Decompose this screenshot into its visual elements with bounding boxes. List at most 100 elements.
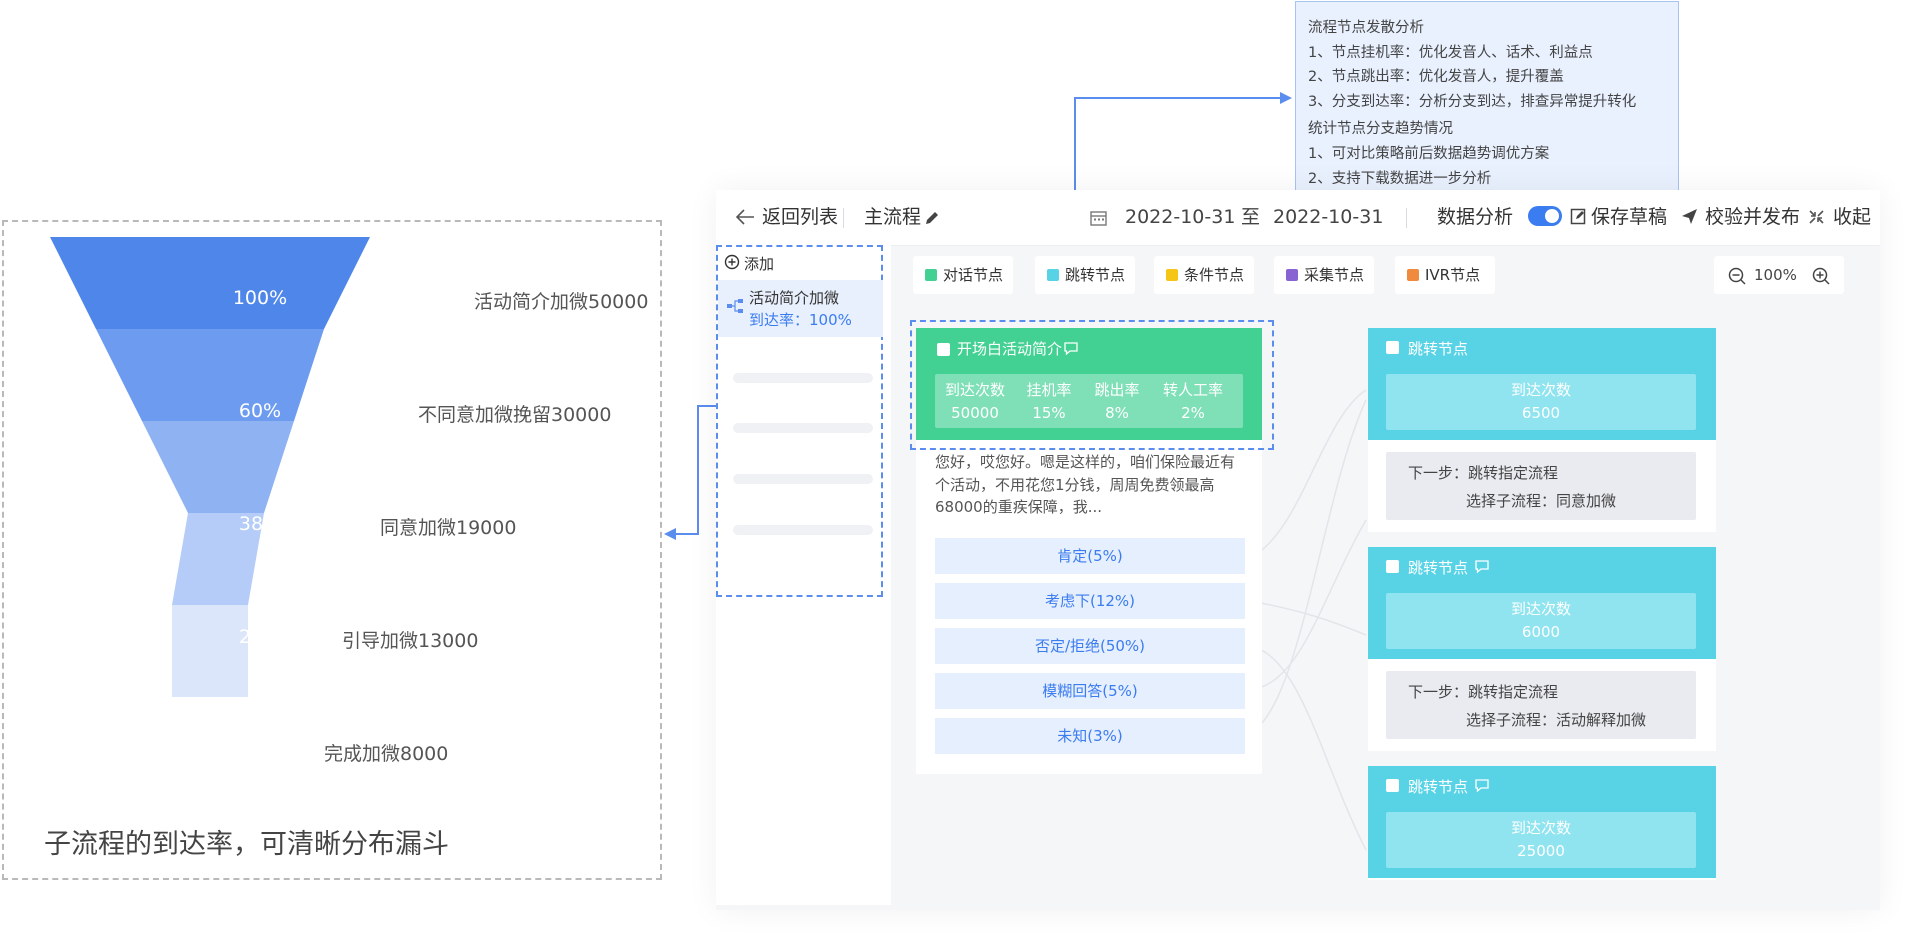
- send-plane-icon[interactable]: [1681, 208, 1698, 225]
- stat-value: 6000: [1521, 623, 1561, 641]
- jump-node-card[interactable]: 跳转节点 到达次数 25000: [1368, 766, 1716, 880]
- validate-publish-button[interactable]: 校验并发布: [1705, 206, 1801, 228]
- branch-curve: [1244, 389, 1367, 561]
- save-draft-icon[interactable]: [1570, 208, 1587, 225]
- palette-label: IVR节点: [1425, 266, 1481, 284]
- jump-node-stats: 到达次数 6500: [1386, 374, 1696, 430]
- dialog-node-icon: [925, 269, 937, 281]
- palette-ivr-node[interactable]: IVR节点: [1395, 256, 1495, 294]
- jump-node-title: 跳转节点: [1408, 340, 1469, 358]
- stat-value: 6500: [1521, 404, 1561, 422]
- condition-node-icon: [1166, 269, 1178, 281]
- ivr-node-icon: [1407, 269, 1419, 281]
- branch-curve: [1244, 519, 1367, 691]
- date-end[interactable]: 2022-10-31: [1273, 206, 1384, 228]
- top-toolbar: 返回列表 主流程 2022-10-31 至 2022-10-31 数据分析: [716, 190, 1880, 246]
- dialog-node-icon: [937, 343, 950, 356]
- funnel-stage-percent: 60%: [238, 400, 282, 422]
- stat-value: 8%: [1105, 404, 1129, 422]
- palette-condition-node[interactable]: 条件节点: [1154, 256, 1254, 294]
- palette-label: 采集节点: [1304, 266, 1365, 284]
- palette-label: 对话节点: [943, 266, 1004, 284]
- subflow-sidebar: [716, 245, 891, 905]
- data-analysis-toggle[interactable]: [1528, 206, 1562, 226]
- divider: [1406, 208, 1407, 228]
- answer-branch[interactable]: 考虑下(12%): [935, 583, 1245, 619]
- jump-node-next-step: 下一步：跳转指定流程 选择子流程：活动解释加微: [1386, 671, 1696, 739]
- answer-branch[interactable]: 否定/拒绝(50%): [935, 628, 1245, 664]
- funnel-stage-label: 引导加微13000: [342, 630, 479, 652]
- palette-label: 跳转节点: [1065, 266, 1126, 284]
- palette-collect-node[interactable]: 采集节点: [1274, 256, 1374, 294]
- zoom-in-icon[interactable]: [1812, 267, 1830, 285]
- subflow-name: 活动简介加微: [749, 289, 840, 307]
- funnel-panel: 100% 60% 38% 26% 10% 活动简介加微50000 不同意加微挽留…: [2, 220, 662, 880]
- stat-label: 到达次数: [1510, 600, 1571, 618]
- funnel-stage-percent: 26%: [238, 626, 282, 648]
- subflow-arrival-rate: 到达率：100%: [749, 311, 852, 329]
- back-arrow-icon[interactable]: [734, 207, 756, 227]
- skeleton-placeholder: [733, 525, 873, 535]
- stat-label: 到达次数: [1510, 819, 1571, 837]
- jump-node-card[interactable]: 跳转节点 到达次数 6000 下一步：跳转指定流程 选择子流程：活动解释加微: [1368, 547, 1716, 751]
- answer-branch[interactable]: 肯定(5%): [935, 538, 1245, 574]
- tooltip-item: 1、节点挂机率：优化发音人、话术、利益点: [1308, 44, 1593, 61]
- save-draft-button[interactable]: 保存草稿: [1591, 206, 1668, 228]
- stat-label: 转人工率: [1162, 381, 1223, 399]
- jump-node-card[interactable]: 跳转节点 到达次数 6500 下一步：跳转指定流程 选择子流程：同意加微: [1368, 328, 1716, 532]
- zoom-out-icon[interactable]: [1728, 267, 1746, 285]
- node-stats: 到达次数 50000 挂机率 15% 跳出率 8% 转人工率 2%: [935, 374, 1243, 428]
- funnel-stage-label: 活动简介加微50000: [474, 291, 649, 313]
- tooltip-item: 2、节点跳出率：优化发音人，提升覆盖: [1308, 69, 1564, 86]
- collapse-button[interactable]: 收起: [1833, 206, 1872, 228]
- comment-icon[interactable]: [1474, 559, 1490, 574]
- jump-node-next-step: 下一步：跳转指定流程 选择子流程：同意加微: [1386, 452, 1696, 520]
- calendar-icon[interactable]: [1090, 210, 1107, 226]
- comment-icon[interactable]: [1063, 341, 1079, 356]
- stat-value: 50000: [951, 404, 999, 422]
- subflow-item-active[interactable]: [718, 280, 883, 337]
- comment-icon[interactable]: [1474, 778, 1490, 793]
- add-circle-icon[interactable]: [724, 254, 740, 270]
- jump-node-title: 跳转节点: [1408, 559, 1469, 577]
- stat-label: 到达次数: [1510, 381, 1571, 399]
- jump-node-icon: [1386, 560, 1399, 573]
- funnel-stage: [142, 421, 294, 513]
- sidebar-highlight-box: [716, 245, 883, 597]
- palette-dialog-node[interactable]: 对话节点: [913, 256, 1013, 294]
- connector-line: [670, 405, 716, 535]
- funnel-stage: [96, 329, 324, 421]
- funnel-caption: 子流程的到达率，可清晰分布漏斗: [44, 829, 449, 860]
- funnel-stage-percent: 10%: [238, 739, 282, 761]
- date-range-separator: 至: [1241, 206, 1261, 228]
- skeleton-placeholder: [733, 423, 873, 433]
- stat-label: 到达次数: [944, 381, 1005, 399]
- funnel-stage-label: 不同意加微挽留30000: [418, 404, 612, 426]
- node-highlight-box: [910, 320, 1274, 450]
- collapse-icon[interactable]: [1808, 209, 1825, 225]
- flow-name: 主流程: [864, 206, 922, 228]
- date-start[interactable]: 2022-10-31: [1125, 206, 1236, 228]
- zoom-control: 100%: [1714, 256, 1844, 294]
- funnel-chart: [50, 237, 370, 697]
- stat-label: 跳出率: [1094, 381, 1140, 399]
- answer-branch[interactable]: 模糊回答(5%): [935, 673, 1245, 709]
- tooltip-heading: 统计节点分支趋势情况: [1308, 121, 1453, 138]
- jump-node-stats: 到达次数 25000: [1386, 812, 1696, 868]
- stat-value: 2%: [1181, 404, 1205, 422]
- funnel-stage: [172, 605, 248, 697]
- answer-branch[interactable]: 未知(3%): [935, 718, 1245, 754]
- edit-pencil-icon[interactable]: [924, 210, 940, 226]
- next-step-text: 下一步：跳转指定流程: [1408, 683, 1559, 701]
- branch-curve: [1244, 644, 1367, 851]
- palette-label: 条件节点: [1184, 266, 1245, 284]
- funnel-stage-percent: 100%: [232, 287, 288, 309]
- branch-curve: [1244, 599, 1367, 636]
- collect-node-icon: [1286, 269, 1298, 281]
- back-to-list-link[interactable]: 返回列表: [762, 206, 839, 228]
- next-step-text: 下一步：跳转指定流程: [1408, 464, 1559, 482]
- palette-jump-node[interactable]: 跳转节点: [1035, 256, 1135, 294]
- add-subflow-button[interactable]: 添加: [744, 255, 775, 273]
- funnel-stage-label: 同意加微19000: [380, 517, 517, 539]
